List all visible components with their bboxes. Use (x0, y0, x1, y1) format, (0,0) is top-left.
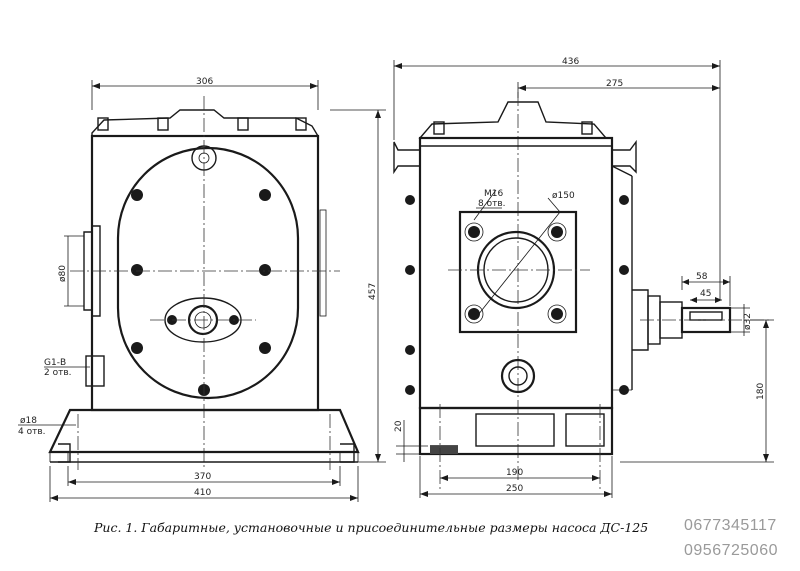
dim-20: 20 (394, 420, 404, 432)
dim-58: 58 (696, 272, 708, 282)
label-hole-1: ø18 (20, 416, 37, 426)
dim-shaft-dia: ø32 (743, 313, 753, 330)
side-view: 436 275 457 M16 8 отв. ø150 58 45 (330, 57, 774, 498)
label-bolts-2: 8 отв. (478, 199, 506, 209)
label-thread-1: G1-В (44, 358, 66, 368)
label-hole-2: 4 отв. (18, 427, 46, 437)
dim-180: 180 (756, 383, 766, 400)
dim-190: 190 (506, 468, 523, 478)
dim-436: 436 (562, 57, 579, 67)
label-bolts-1: M16 (484, 189, 503, 199)
dim-275: 275 (606, 79, 623, 89)
label-flange-dia: ø150 (552, 191, 575, 201)
dim-370: 370 (194, 472, 211, 482)
label-thread-2: 2 отв. (44, 368, 72, 378)
dim-45: 45 (700, 289, 711, 299)
dim-306: 306 (196, 77, 213, 87)
dim-457: 457 (368, 283, 378, 300)
phone-number-1: 0677345117 (684, 517, 777, 534)
front-view: 306 ø80 G1-В 2 отв. ø18 4 отв. 370 410 (18, 77, 360, 502)
dim-250: 250 (506, 484, 523, 494)
dim-410: 410 (194, 488, 211, 498)
phone-number-2: 0956725060 (684, 542, 778, 559)
dim-inlet-dia: ø80 (58, 265, 68, 282)
figure-caption: Рис. 1. Габаритные, установочные и присо… (94, 520, 649, 535)
